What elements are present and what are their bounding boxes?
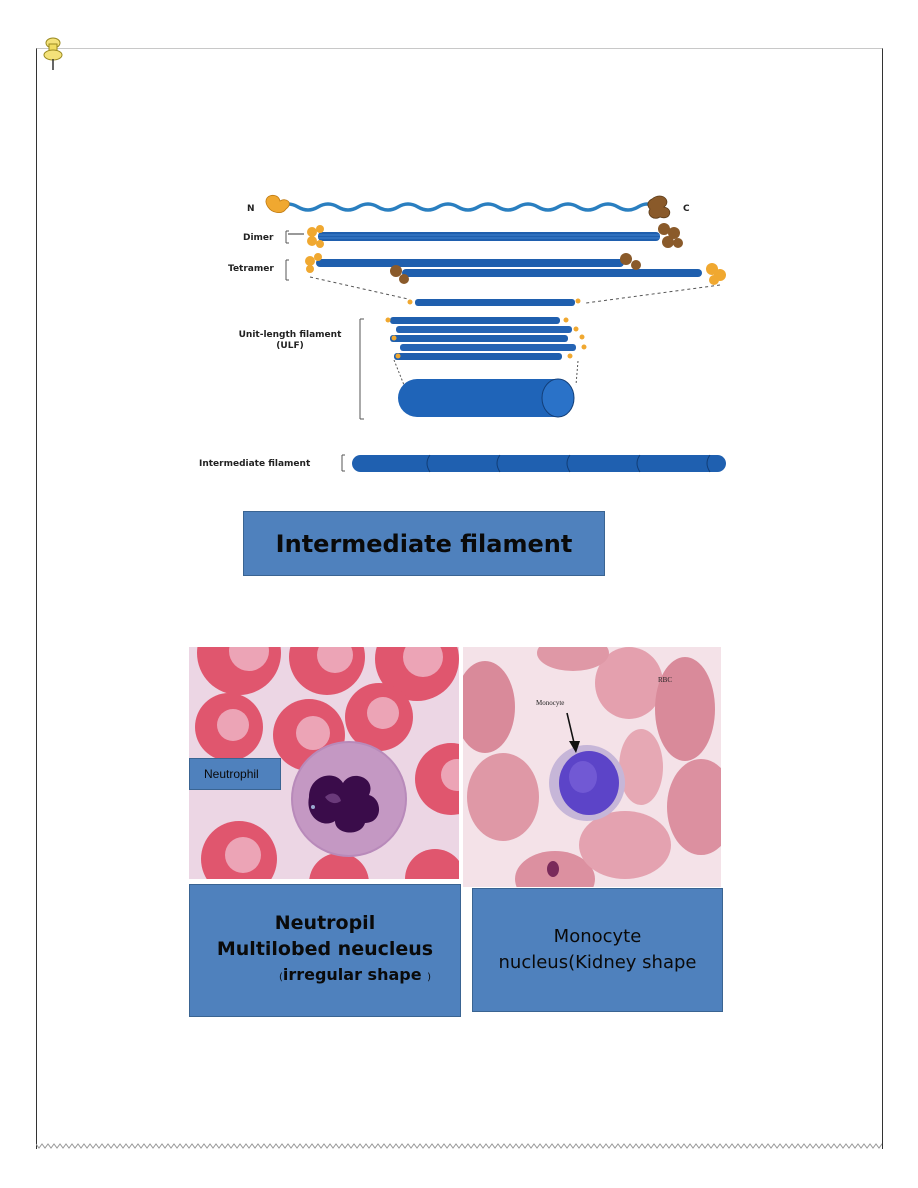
neutropil-caption-line3: (irregular shape ) <box>219 962 431 991</box>
paren-open: ( <box>278 972 283 983</box>
ulf-cylinder <box>398 378 575 418</box>
paren-close: ) <box>427 972 432 983</box>
neutropil-caption-line1: Neutropil <box>274 912 376 934</box>
monocyte-image <box>463 647 721 887</box>
tetramer <box>285 253 726 285</box>
if-long-filament <box>352 454 726 473</box>
monocyte-caption-box: Monocyte nucleus(Kidney shape <box>472 888 723 1012</box>
monocyte-micrograph <box>463 647 721 887</box>
neutrophil-label-box: Neutrophil <box>189 758 281 790</box>
monocyte-caption-line1: Monocyte <box>553 926 642 947</box>
label-intermediate-filament: Intermediate filament <box>199 459 311 469</box>
pushpin-icon[interactable] <box>40 36 68 72</box>
label-ulf-line1: Unit-length filament <box>238 330 342 340</box>
label-c: C <box>683 204 690 214</box>
neutropil-caption-box: Neutropil Multilobed neucleus (irregular… <box>189 884 461 1017</box>
monomer <box>265 194 671 219</box>
neutropil-caption-line3-text: irregular shape <box>282 965 422 984</box>
dimer <box>285 223 683 248</box>
rbc-micro-label: RBC <box>658 676 673 684</box>
label-tetramer: Tetramer <box>228 264 274 274</box>
neutropil-caption-line2: Multilobed neucleus <box>216 938 434 960</box>
page-frame <box>36 48 883 1149</box>
monocyte-caption-line2: nucleus(Kidney shape <box>498 952 697 973</box>
label-n: N <box>247 204 255 214</box>
page-torn-edge <box>36 1143 882 1149</box>
label-ulf: Unit-length filament (ULF) <box>225 330 355 352</box>
intermediate-filament-diagram <box>265 194 726 473</box>
ulf-bundle <box>385 317 587 360</box>
label-dimer: Dimer <box>243 233 274 243</box>
if-title: Intermediate filament <box>275 529 573 558</box>
neutrophil-label: Neutrophil <box>204 767 259 781</box>
label-ulf-line2: (ULF) <box>276 341 304 351</box>
if-title-box: Intermediate filament <box>243 511 605 576</box>
monocyte-micro-label: Monocyte <box>536 699 565 707</box>
